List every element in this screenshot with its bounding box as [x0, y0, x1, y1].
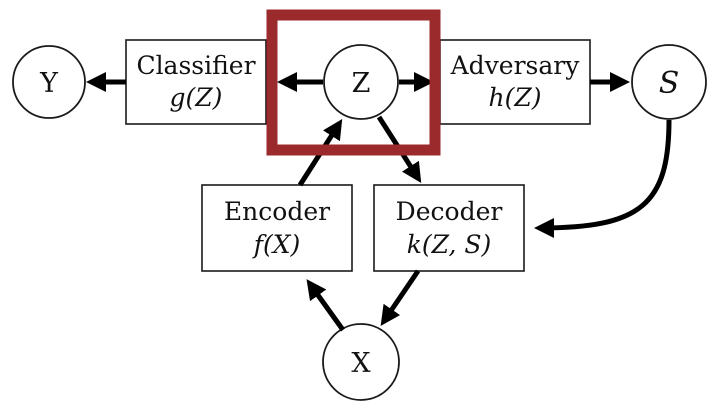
node-z: Z: [323, 44, 399, 120]
highlight-frame: [266, 9, 441, 156]
adversary-function: h(Z): [489, 83, 542, 112]
node-x: X: [322, 323, 400, 401]
edge-x-to-encoder: [306, 279, 346, 332]
decoder-function: k(Z, S): [407, 230, 492, 259]
edge-s-to-decoder: [534, 119, 672, 238]
node-s-label: S: [659, 66, 680, 101]
node-y-label: Y: [39, 68, 59, 99]
classifier-function: g(Z): [170, 83, 223, 112]
decoder-label: Decoder: [396, 197, 503, 226]
node-s: S: [631, 44, 707, 120]
classifier-box: Classifier g(Z): [125, 39, 267, 125]
edge-decoder-to-x: [380, 269, 421, 326]
adversary-box: Adversary h(Z): [439, 39, 591, 125]
classifier-label: Classifier: [136, 51, 255, 80]
encoder-label: Encoder: [224, 197, 330, 226]
node-z-label: Z: [352, 68, 371, 99]
encoder-box: Encoder f(X): [201, 184, 353, 272]
node-x-label: X: [351, 348, 371, 379]
node-y: Y: [12, 45, 86, 119]
decoder-box: Decoder k(Z, S): [373, 184, 525, 272]
encoder-function: f(X): [252, 230, 301, 259]
adversary-label: Adversary: [450, 51, 581, 80]
